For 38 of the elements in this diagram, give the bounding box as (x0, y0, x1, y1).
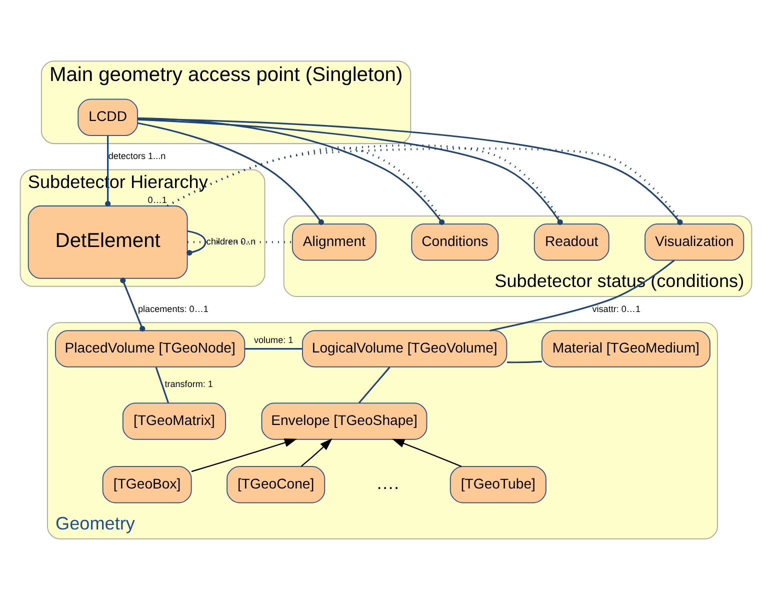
connector (490, 259, 675, 331)
node-box: [TGeoTube] (450, 466, 546, 503)
edge-label: children 0..n (206, 236, 256, 246)
connector (138, 118, 563, 224)
node-box: [TGeoMatrix] (122, 402, 226, 440)
connector (138, 116, 445, 224)
edge-label: transform: 1 (164, 378, 213, 389)
node-box: Readout (534, 223, 610, 260)
edge-label: detectors 1...n (108, 150, 166, 160)
node-box: Alignment (292, 223, 376, 260)
connector (138, 118, 683, 225)
connector (186, 230, 206, 256)
node-box: DetElement (28, 204, 188, 278)
edge-label: 0…1 (148, 194, 167, 204)
node-box: Material [TGeoMedium] (541, 330, 710, 367)
node-box: Envelope [TGeoShape] (261, 402, 428, 440)
node-box: Visualization (644, 223, 744, 260)
node-box: LCDD (78, 98, 138, 136)
connector (138, 122, 324, 224)
connector (166, 147, 684, 224)
arrow (392, 438, 462, 467)
node-box: [TGeoCone] (226, 466, 326, 503)
node-box: [TGeoBox] (102, 466, 192, 503)
connector (120, 277, 146, 332)
connector (105, 135, 111, 206)
connector (244, 347, 302, 350)
connector (358, 366, 390, 404)
connector (507, 360, 542, 363)
arrow (300, 438, 332, 466)
label: …. (376, 472, 400, 493)
edge-label: volume: 1 (254, 334, 294, 344)
connector (155, 366, 170, 403)
edge-label: visattr: 0…1 (592, 303, 641, 314)
arrow (191, 438, 297, 472)
node-box: Conditions (411, 223, 499, 260)
edge-label: placements: 0…1 (138, 303, 208, 314)
node-box: LogicalVolume [TGeoVolume] (302, 330, 508, 367)
node-box: PlacedVolume [TGeoNode] (55, 330, 246, 367)
